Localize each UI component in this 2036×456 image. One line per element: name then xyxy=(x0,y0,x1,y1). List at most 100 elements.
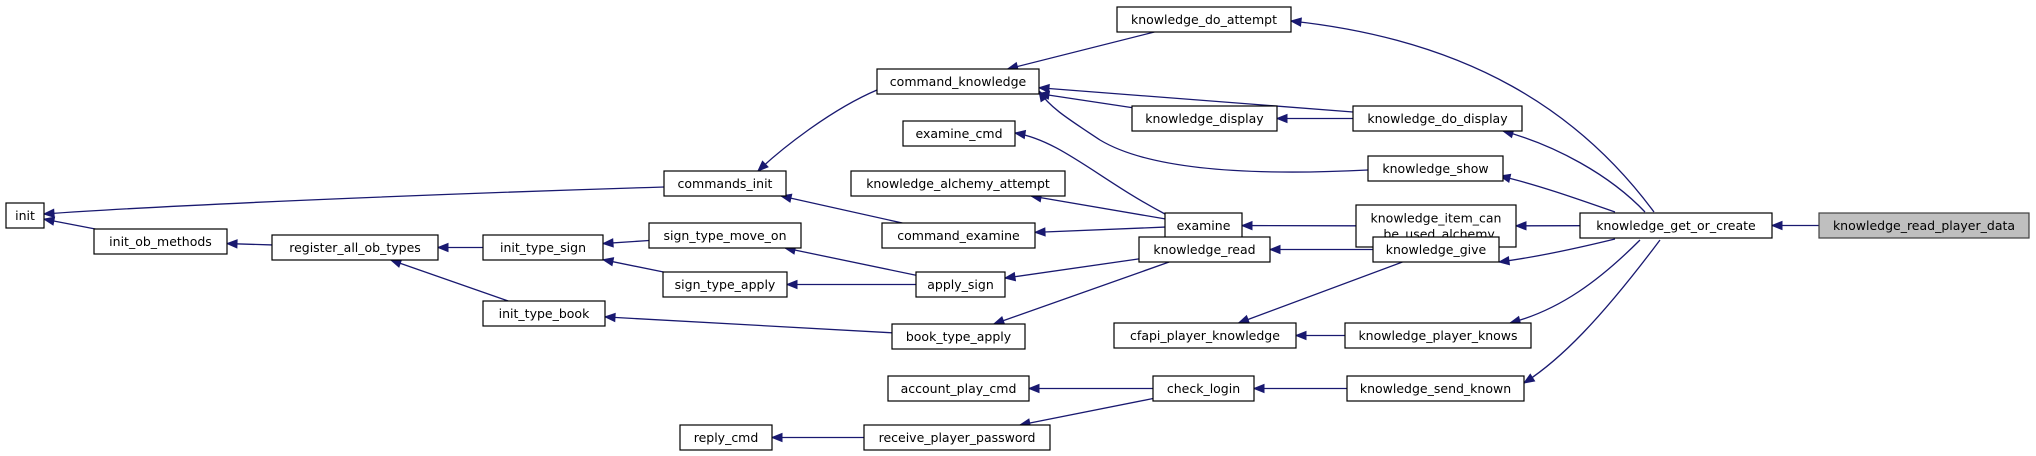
edge-receive_player_password-to-reply_cmd xyxy=(770,432,864,443)
node-box xyxy=(662,271,788,298)
node-init_ob_methods[interactable]: init_ob_methods xyxy=(93,228,228,255)
node-label: cfapi_player_knowledge xyxy=(1130,328,1280,343)
node-commands_init[interactable]: commands_init xyxy=(663,170,787,197)
node-book_type_apply[interactable]: book_type_apply xyxy=(891,323,1026,350)
node-reply_cmd[interactable]: reply_cmd xyxy=(679,424,773,451)
node-knowledge_give[interactable]: knowledge_give xyxy=(1372,236,1500,263)
node-receive_player_password[interactable]: receive_player_password xyxy=(863,424,1051,451)
node-label: knowledge_give xyxy=(1386,242,1487,257)
node-knowledge_do_display[interactable]: knowledge_do_display xyxy=(1352,105,1523,132)
edge-line xyxy=(784,247,917,276)
edge-layer xyxy=(42,17,1819,443)
edge-arrowhead xyxy=(1027,383,1040,394)
node-sign_type_apply[interactable]: sign_type_apply xyxy=(662,271,788,298)
node-box xyxy=(891,323,1026,350)
node-label: book_type_apply xyxy=(906,329,1012,344)
edge-apply_sign-to-sign_type_apply xyxy=(785,279,916,290)
edge-arrowhead xyxy=(436,242,449,253)
edge-knowledge_do_display-to-command_knowledge xyxy=(1037,83,1354,113)
node-label: knowledge_read_player_data xyxy=(1833,218,2015,233)
node-label: knowledge_display xyxy=(1145,111,1264,126)
node-label: sign_type_move_on xyxy=(664,228,787,243)
edge-arrowhead xyxy=(757,160,769,172)
node-knowledge_get_or_create[interactable]: knowledge_get_or_create xyxy=(1579,212,1773,239)
edge-line xyxy=(1038,87,1354,113)
node-init[interactable]: init xyxy=(5,202,45,229)
node-examine[interactable]: examine xyxy=(1164,212,1243,239)
node-label: account_play_cmd xyxy=(901,381,1017,396)
node-box xyxy=(915,271,1006,298)
node-label: register_all_ob_types xyxy=(289,240,421,255)
edge-arrowhead xyxy=(785,279,798,290)
node-init_type_sign[interactable]: init_type_sign xyxy=(482,234,604,261)
node-label: examine xyxy=(1177,218,1231,233)
edge-knowledge_read_player_data-to-knowledge_get_or_create xyxy=(1770,220,1819,231)
node-label: init xyxy=(15,208,35,223)
edge-knowledge_get_or_create-to-knowledge_item_can_be_used_alchemy xyxy=(1514,221,1581,231)
edge-arrowhead xyxy=(1240,220,1253,231)
node-knowledge_show[interactable]: knowledge_show xyxy=(1367,155,1504,182)
edge-arrowhead xyxy=(225,239,238,249)
node-knowledge_display[interactable]: knowledge_display xyxy=(1131,105,1278,132)
node-box xyxy=(648,222,802,249)
node-apply_sign[interactable]: apply_sign xyxy=(915,271,1006,298)
node-label: check_login xyxy=(1167,381,1240,396)
edge-commands_init-to-init xyxy=(42,186,665,218)
edge-arrowhead xyxy=(1268,244,1281,255)
node-box xyxy=(679,424,773,451)
node-label: command_examine xyxy=(897,228,1020,243)
edge-examine-to-command_examine xyxy=(1033,226,1166,237)
node-box xyxy=(902,120,1016,147)
node-label: apply_sign xyxy=(927,277,994,292)
node-knowledge_send_known[interactable]: knowledge_send_known xyxy=(1346,375,1525,402)
node-examine_cmd[interactable]: examine_cmd xyxy=(902,120,1016,147)
node-box xyxy=(876,68,1040,95)
edge-register_all_ob_types-to-init_ob_methods xyxy=(225,239,273,249)
edge-arrowhead xyxy=(601,238,614,248)
node-account_play_cmd[interactable]: account_play_cmd xyxy=(887,375,1030,402)
node-knowledge_read[interactable]: knowledge_read xyxy=(1138,236,1271,263)
node-label: knowledge_read xyxy=(1153,242,1255,257)
edge-line xyxy=(1509,239,1641,324)
node-command_examine[interactable]: command_examine xyxy=(881,222,1036,249)
node-check_login[interactable]: check_login xyxy=(1152,375,1255,402)
node-box xyxy=(482,234,604,261)
node-box xyxy=(1152,375,1255,402)
edge-arrowhead xyxy=(1038,89,1049,103)
edge-arrowhead xyxy=(1252,383,1265,394)
node-knowledge_alchemy_attempt[interactable]: knowledge_alchemy_attempt xyxy=(850,170,1066,197)
edge-arrowhead xyxy=(1275,113,1288,124)
node-sign_type_move_on[interactable]: sign_type_move_on xyxy=(648,222,802,249)
node-register_all_ob_types[interactable]: register_all_ob_types xyxy=(271,234,439,261)
edge-line xyxy=(757,89,878,172)
node-box xyxy=(1818,212,2030,239)
edge-arrowhead xyxy=(1013,129,1027,140)
node-box xyxy=(1367,155,1504,182)
edge-line xyxy=(1290,20,1655,213)
edge-knowledge_get_or_create-to-knowledge_send_known xyxy=(1522,239,1661,384)
node-box xyxy=(1113,322,1297,349)
edge-check_login-to-account_play_cmd xyxy=(1027,383,1153,394)
node-layer: init init_ob_methods register_all_ob_types… xyxy=(5,6,2030,451)
node-knowledge_player_knows[interactable]: knowledge_player_knows xyxy=(1344,322,1532,349)
node-label: knowledge_do_attempt xyxy=(1131,12,1277,27)
edge-knowledge_read-to-apply_sign xyxy=(1003,258,1140,282)
edge-knowledge_get_or_create-to-knowledge_do_attempt xyxy=(1289,17,1655,213)
node-label: knowledge_get_or_create xyxy=(1596,218,1756,233)
node-knowledge_read_player_data[interactable]: knowledge_read_player_data xyxy=(1818,212,2030,239)
node-box xyxy=(1344,322,1532,349)
edge-line xyxy=(1019,397,1154,426)
node-box xyxy=(887,375,1030,402)
node-init_type_book[interactable]: init_type_book xyxy=(482,300,606,327)
edge-line xyxy=(993,261,1170,325)
edge-line xyxy=(1238,261,1403,324)
edge-knowledge_do_display-to-knowledge_display xyxy=(1275,113,1353,124)
node-label: knowledge_show xyxy=(1382,161,1488,176)
node-label: examine_cmd xyxy=(915,126,1002,141)
node-cfapi_player_knowledge[interactable]: cfapi_player_knowledge xyxy=(1113,322,1297,349)
edge-arrowhead xyxy=(1770,220,1783,231)
node-command_knowledge[interactable]: command_knowledge xyxy=(876,68,1040,95)
edge-line xyxy=(1502,130,1646,213)
node-knowledge_do_attempt[interactable]: knowledge_do_attempt xyxy=(1116,6,1292,33)
